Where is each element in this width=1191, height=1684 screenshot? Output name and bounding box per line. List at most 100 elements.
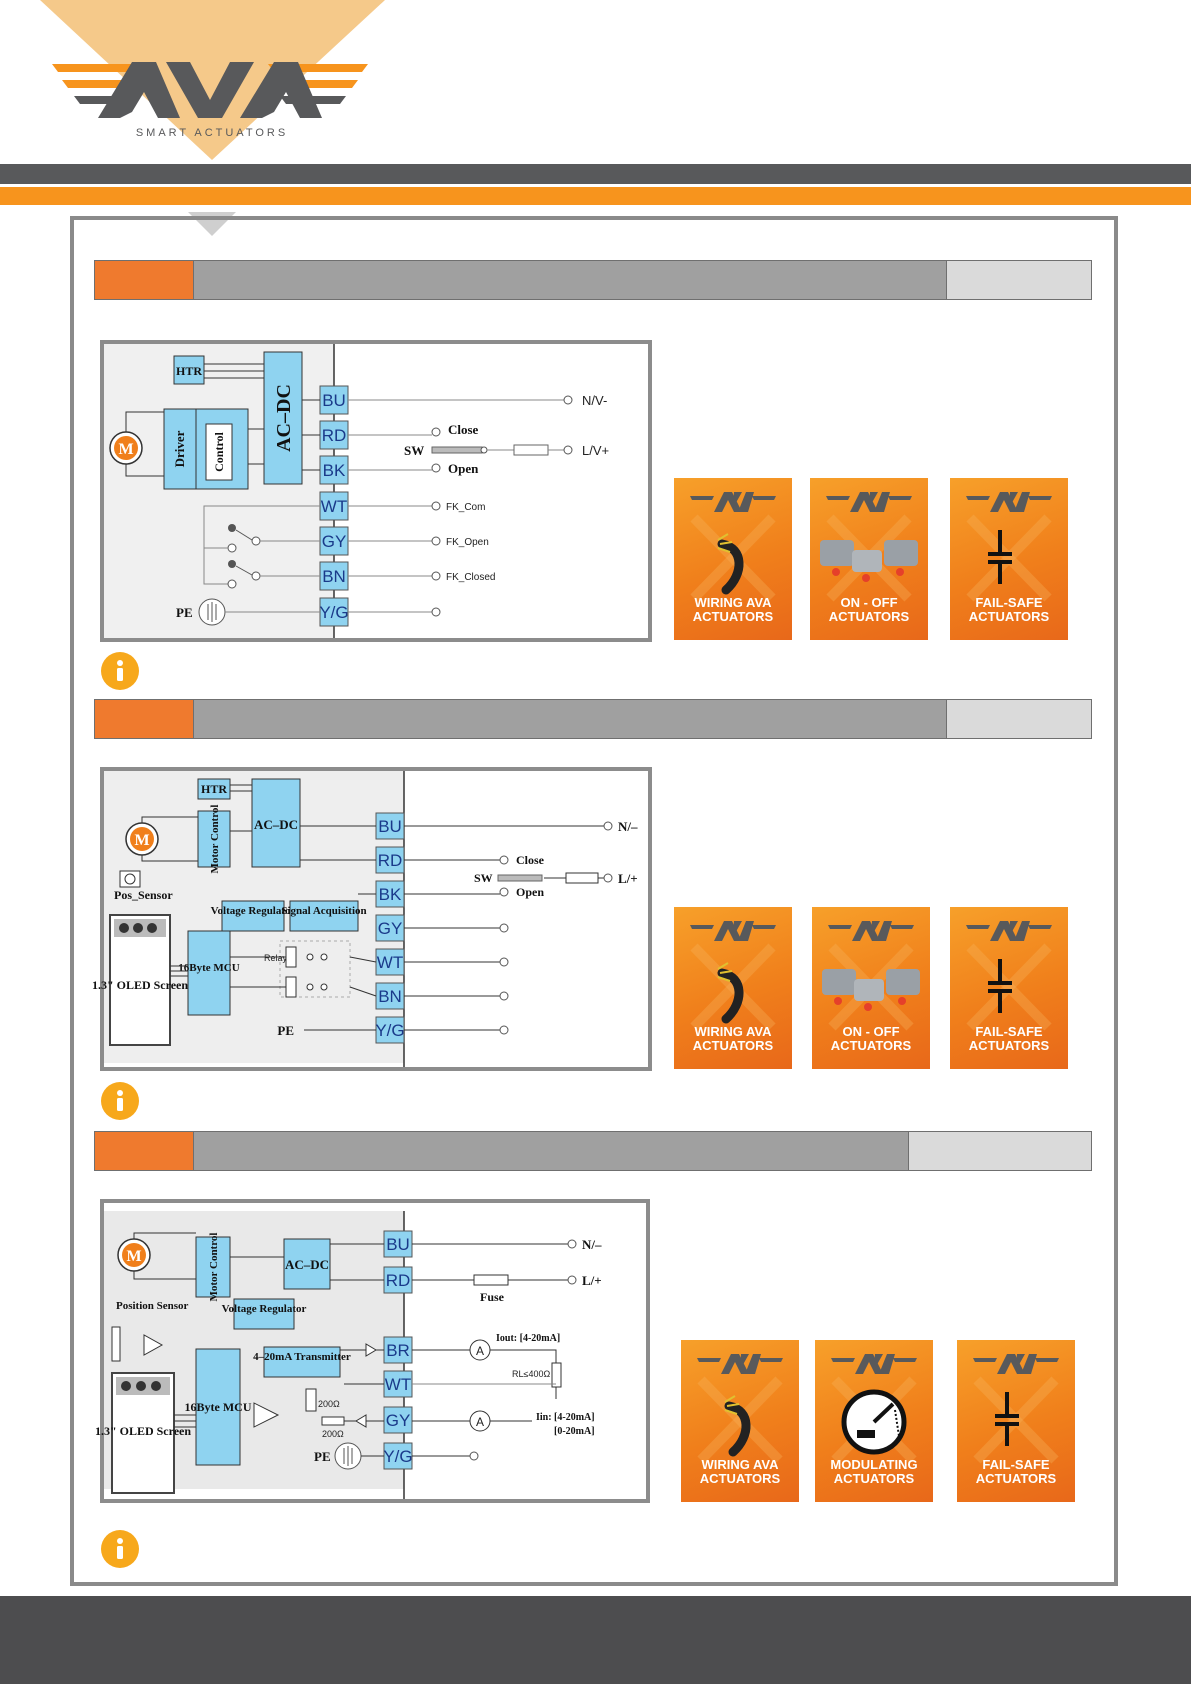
terminal-yg: Y/G xyxy=(375,1016,405,1044)
wire-fk-closed: FK_Closed xyxy=(446,572,495,583)
card-caption-line2: ACTUATORS xyxy=(830,1038,912,1053)
diode-icon xyxy=(365,1343,377,1357)
section-1-header xyxy=(94,260,1092,300)
content-frame xyxy=(70,216,1118,1586)
fuse-icon xyxy=(473,1274,509,1286)
card-caption-line2: ACTUATORS xyxy=(699,1471,781,1486)
fuse-icon xyxy=(565,872,599,884)
mcu-label: 16Byte MCU xyxy=(185,1400,252,1414)
card-caption-line1: FAIL-SAFE xyxy=(975,595,1043,610)
svg-text:BU: BU xyxy=(378,817,402,836)
wiring-diagram-on-off: HTR AC–DC Driver Control M BU RD BK WT G… xyxy=(100,340,652,642)
wire-rl: RL≤400Ω xyxy=(512,1369,550,1379)
driver-block xyxy=(163,408,197,490)
logo-tagline: SMART ACTUATORS xyxy=(136,127,288,139)
resistor-2-label: 200Ω xyxy=(322,1429,344,1439)
terminal-gy: GY xyxy=(319,526,349,556)
terminal-bu: BU xyxy=(383,1230,413,1258)
section-1-title-bar xyxy=(194,261,947,299)
svg-text:Y/G: Y/G xyxy=(375,1021,404,1040)
info-icon[interactable] xyxy=(101,1082,139,1120)
card-caption-line1: WIRING AVA xyxy=(701,1457,779,1472)
svg-text:BK: BK xyxy=(323,461,346,480)
card-caption-line2: ACTUATORS xyxy=(968,1038,1050,1053)
info-icon[interactable] xyxy=(101,652,139,690)
acdc-label: AC–DC xyxy=(254,817,298,832)
terminal-bn: BN xyxy=(319,561,349,591)
svg-text:RD: RD xyxy=(378,851,403,870)
card-logo-icon xyxy=(828,921,914,941)
htr-block xyxy=(173,355,205,385)
card-caption-line2: ACTUATORS xyxy=(692,609,774,624)
load-resistor-icon xyxy=(551,1362,562,1388)
terminal-yg: Y/G xyxy=(319,597,349,627)
transmitter-label: 4–20mA Transmitter xyxy=(253,1351,351,1363)
svg-text:GY: GY xyxy=(378,919,403,938)
section-3-side-bar xyxy=(909,1132,1091,1170)
opamp-icon xyxy=(143,1334,164,1356)
terminal-rd: RD xyxy=(319,420,349,450)
card-logo-icon xyxy=(690,492,776,512)
card-logo-icon xyxy=(973,1354,1059,1374)
resistor-1-label: 200Ω xyxy=(318,1399,340,1409)
oled-label: 1.3" OLED Screen xyxy=(92,978,188,992)
card-caption-line2: ACTUATORS xyxy=(828,609,910,624)
wiring-diagram-on-off-display: HTR AC–DC Motor Control M Pos_Sensor Vol… xyxy=(92,767,652,1071)
acdc-block xyxy=(263,351,303,485)
signal-acquisition-label: Signal Acquisition xyxy=(281,905,366,917)
card-logo-icon xyxy=(697,1354,783,1374)
motor-label: M xyxy=(118,441,133,458)
wiring-diagram-modulating: M Motor Control AC–DC Voltage Regulator … xyxy=(95,1199,650,1503)
card-caption-line1: ON - OFF xyxy=(842,1024,900,1039)
actuators-icon xyxy=(820,540,918,582)
card-logo-icon xyxy=(966,492,1052,512)
svg-text:WT: WT xyxy=(385,1375,411,1394)
info-icon[interactable] xyxy=(101,1530,139,1568)
position-sensor-label: Position Sensor xyxy=(116,1300,189,1312)
pe-label: PE xyxy=(277,1023,294,1038)
wire-close: Close xyxy=(448,422,479,437)
mcu-label: 16Byte MCU xyxy=(178,962,239,974)
acdc-label: AC–DC xyxy=(273,384,295,452)
fuse-icon xyxy=(513,444,549,456)
card-caption-line1: FAIL-SAFE xyxy=(982,1457,1050,1472)
gauge-icon xyxy=(841,1389,907,1455)
wire-iin-2: [0-20mA] xyxy=(554,1426,595,1437)
cable-icon xyxy=(724,1395,751,1457)
motor-label: M xyxy=(126,1248,141,1265)
terminal-bk: BK xyxy=(375,880,405,908)
motor-control-label: Motor Control xyxy=(208,1233,220,1302)
motor-label: M xyxy=(134,832,149,849)
card-caption-line1: FAIL-SAFE xyxy=(975,1024,1043,1039)
svg-text:WT: WT xyxy=(321,497,347,516)
wire-n: N/– xyxy=(618,819,638,834)
svg-text:GY: GY xyxy=(322,532,347,551)
svg-text:GY: GY xyxy=(386,1411,411,1430)
pos-sensor-label: Pos_Sensor xyxy=(114,888,173,902)
card-caption-line1: ON - OFF xyxy=(840,595,898,610)
wire-open: Open xyxy=(516,885,544,899)
section-3-header xyxy=(94,1131,1092,1171)
wire-iin: Iin: [4-20mA] xyxy=(536,1412,595,1423)
ava-logo: SMART ACTUATORS xyxy=(40,0,390,240)
capacitor-icon xyxy=(988,530,1012,584)
svg-text:RD: RD xyxy=(322,426,347,445)
wire-fuse: Fuse xyxy=(480,1290,505,1304)
driver-label: Driver xyxy=(172,430,187,467)
control-label: Control xyxy=(212,431,226,471)
pe-label: PE xyxy=(176,605,193,620)
terminal-gy: GY xyxy=(383,1406,413,1434)
terminal-rd: RD xyxy=(383,1266,413,1294)
section-1-side-bar xyxy=(947,261,1091,299)
svg-text:BU: BU xyxy=(322,391,346,410)
section-3-title-bar xyxy=(194,1132,909,1170)
